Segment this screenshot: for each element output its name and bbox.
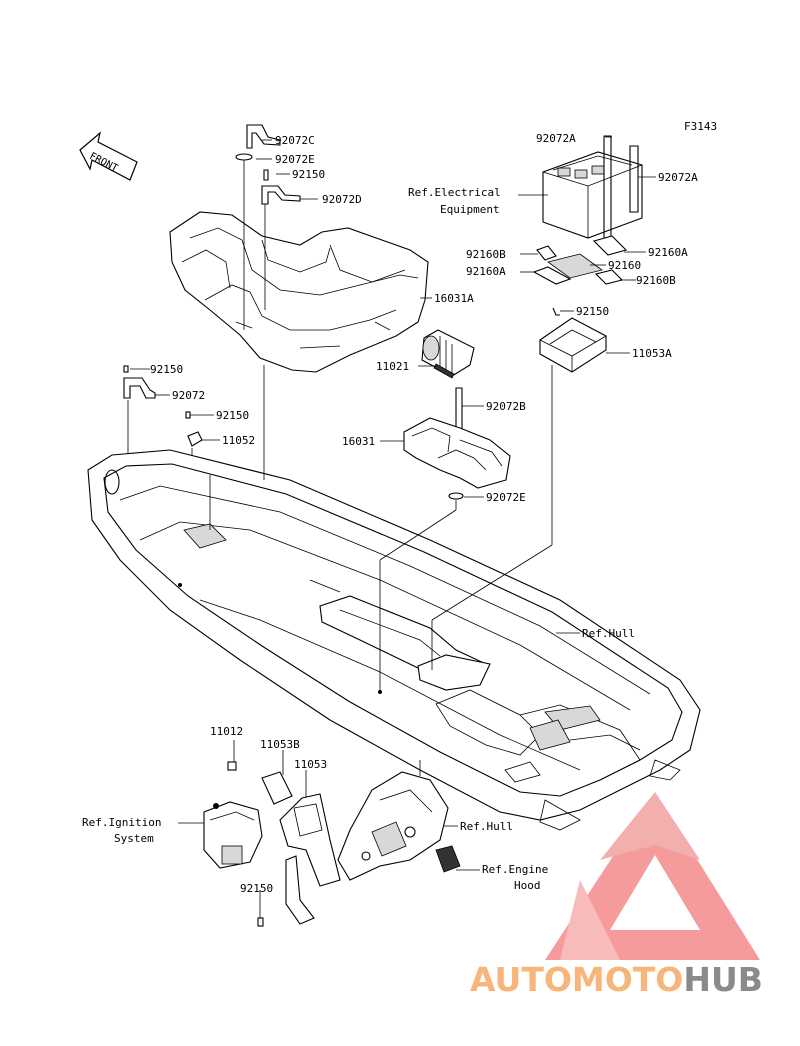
ref-ignition-label-2: System <box>114 832 154 845</box>
callout-11053b: 11053B <box>260 738 300 751</box>
callout-92072a-b: 92072A <box>658 171 698 184</box>
callout-92072e-bottom: 92072E <box>486 491 526 504</box>
callout-16031: 16031 <box>342 435 376 448</box>
callout-92150-d: 92150 <box>216 409 250 422</box>
hull-drawing <box>87 449 701 831</box>
strap-92072c-drawing <box>235 124 301 330</box>
ref-hull-label-b: Ref.Hull <box>460 820 513 833</box>
callout-92072b: 92072B <box>486 400 526 413</box>
callout-92160a-a: 92160A <box>648 246 688 259</box>
callout-92072e-top: 92072E <box>275 153 315 166</box>
callout-11053a: 11053A <box>632 347 672 360</box>
ref-engine-label: Ref.Engine <box>482 863 549 876</box>
ref-electrical-label: Ref.Electrical <box>408 186 501 199</box>
pads-92160-drawing <box>532 235 628 285</box>
callout-92072d: 92072D <box>322 193 362 206</box>
callout-92072a-a: 92072A <box>536 132 576 145</box>
callout-92072: 92072 <box>172 389 206 402</box>
watermark-logo: AUTOMOTOHUB <box>470 960 763 999</box>
watermark-triangle-icon <box>545 792 760 960</box>
diagram-id: F3143 <box>684 120 718 133</box>
callout-11053: 11053 <box>294 758 328 771</box>
battery-drawing <box>542 135 643 241</box>
callout-92160a-b: 92160A <box>466 265 506 278</box>
callout-92160b-a: 92160B <box>466 248 506 261</box>
callout-92150-c: 92150 <box>150 363 184 376</box>
callout-11012: 11012 <box>210 725 244 738</box>
callout-92160b-b: 92160B <box>636 274 676 287</box>
leader-lines <box>130 136 656 918</box>
strap-92072b-drawing <box>455 387 463 431</box>
callout-11021: 11021 <box>376 360 410 373</box>
callout-92150-b: 92150 <box>576 305 610 318</box>
floor-mat-front-drawing <box>403 417 511 510</box>
ref-electrical-label-2: Equipment <box>440 203 500 216</box>
callout-16031a: 16031A <box>434 292 474 305</box>
ref-hull-label-a: Ref.Hull <box>582 627 635 640</box>
front-arrow-icon <box>79 131 138 181</box>
ignition-bracket-drawing <box>203 761 341 927</box>
callout-92072c: 92072C <box>275 134 315 147</box>
ref-ignition-label: Ref.Ignition <box>82 816 162 829</box>
callout-11052: 11052 <box>222 434 256 447</box>
watermark-part-1: AUTOMOTO <box>470 960 684 999</box>
callout-92160: 92160 <box>608 259 642 272</box>
filter-11021-drawing <box>421 329 475 379</box>
ref-engine-label-2: Hood <box>514 879 541 892</box>
engine-hood-part-drawing <box>337 760 461 881</box>
floor-mat-rear-drawing <box>169 211 429 373</box>
callout-92150-e: 92150 <box>240 882 274 895</box>
battery-case-drawing <box>539 307 607 545</box>
watermark-part-2: HUB <box>683 960 763 999</box>
callout-92150-a: 92150 <box>292 168 326 181</box>
